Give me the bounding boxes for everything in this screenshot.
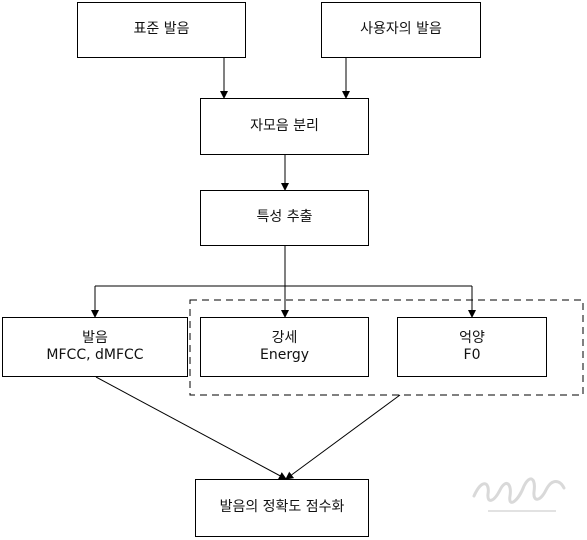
standard-pronunciation-label: 표준 발음 [133,21,190,38]
phoneme-separation-box: 자모음 분리 [200,98,369,155]
intonation-feature-box: 억양 F0 [397,317,547,377]
pronunciation-score-box: 발음의 정확도 점수화 [195,479,369,537]
arrow-prosody-to-score [285,394,401,480]
pronunciation-title: 발음 [82,329,108,346]
stress-title: 강세 [271,329,298,346]
stress-feature-value: Energy [259,347,309,363]
pronunciation-score-label: 발음의 정확도 점수화 [219,499,345,516]
feature-extraction-label: 특성 추출 [256,209,313,226]
user-pronunciation-label: 사용자의 발음 [360,21,442,38]
arrow-pronunciation-to-score [95,376,287,480]
standard-pronunciation-box: 표준 발음 [77,2,246,58]
handwritten-watermark-mark [472,477,566,512]
prosody-feature-group-outline [189,299,584,396]
pronunciation-feature-box: 발음 MFCC, dMFCC [2,317,188,377]
intonation-title: 억양 [459,329,485,346]
phoneme-separation-label: 자모음 분리 [250,117,319,134]
user-pronunciation-box: 사용자의 발음 [321,2,481,58]
stress-feature-box: 강세 Energy [200,317,369,377]
feature-extraction-box: 특성 추출 [200,190,369,246]
pronunciation-feature-value: MFCC, dMFCC [46,347,144,363]
intonation-feature-value: F0 [463,347,481,363]
